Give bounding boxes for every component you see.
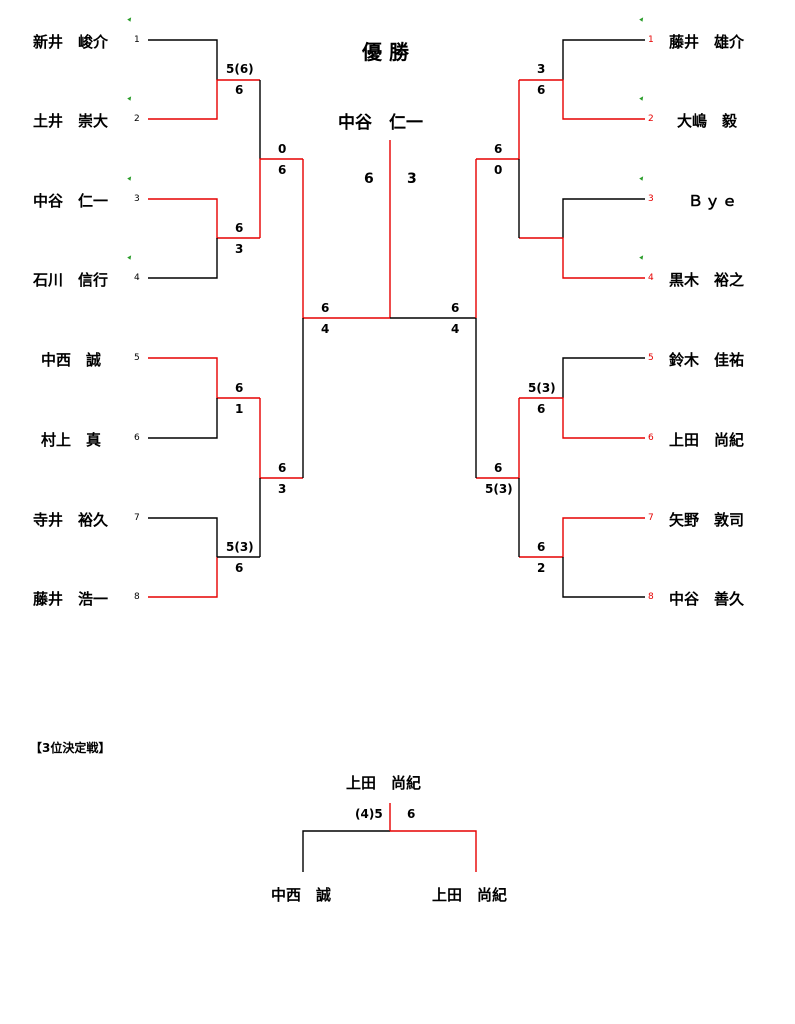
bracket-line — [562, 357, 645, 398]
left-player-seed: 7 — [134, 513, 140, 523]
match-score: 3 — [537, 62, 546, 76]
right-player-seed: 7 — [648, 513, 654, 523]
bracket-line — [302, 159, 390, 319]
bracket-line — [148, 39, 218, 80]
right-player-name: 矢野 敦司 — [669, 511, 745, 529]
right-player-name: 中谷 善久 — [669, 590, 745, 608]
bracket-line — [148, 79, 260, 120]
right-player-name: 黒木 裕之 — [669, 271, 745, 289]
left-player-name: 中谷 仁一 — [33, 192, 109, 210]
third-place-heading: 【3位決定戦】 — [30, 741, 111, 755]
bracket-line — [302, 830, 390, 872]
left-player-seed: 6 — [134, 433, 140, 443]
right-player-seed: 4 — [648, 273, 654, 283]
left-player-name: 寺井 裕久 — [33, 511, 109, 529]
bracket-line — [148, 398, 218, 439]
match-score: 6 — [537, 83, 546, 97]
match-score: 6 — [235, 381, 244, 395]
left-player-seed: 2 — [134, 114, 140, 124]
right-player-name: 鈴木 佳祐 — [669, 351, 745, 369]
match-score: 5(3) — [226, 540, 254, 554]
bracket-line — [148, 198, 260, 239]
match-score: 6 — [321, 301, 330, 315]
left-player-seed: 4 — [134, 273, 140, 283]
left-player-name: 藤井 浩一 — [33, 590, 109, 608]
left-player-name: 村上 真 — [41, 431, 102, 449]
third-place-player-left: 中西 誠 — [271, 886, 332, 904]
right-player-seed: 8 — [648, 592, 654, 602]
right-player-seed: 5 — [648, 353, 654, 363]
match-score: 6 — [451, 301, 460, 315]
bracket-line — [519, 517, 645, 558]
left-player-seed: 1 — [134, 35, 140, 45]
match-score: 6 — [494, 461, 503, 475]
bracket-line — [148, 517, 218, 557]
match-score: 6 — [537, 402, 546, 416]
right-player-seed: 3 — [648, 194, 654, 204]
left-player-seed: 5 — [134, 353, 140, 363]
bracket-line — [390, 830, 477, 872]
left-player-seed: 3 — [134, 194, 140, 204]
match-score: 0 — [494, 163, 503, 177]
left-player-name: 中西 誠 — [41, 351, 102, 369]
match-score: 4 — [321, 322, 330, 336]
match-score: 4 — [451, 322, 460, 336]
match-score: 6 — [235, 83, 244, 97]
bracket-line — [148, 357, 260, 399]
match-score: 6 — [537, 540, 546, 554]
third-place-winner: 上田 尚紀 — [346, 774, 422, 792]
third-place-score-right: 6 — [407, 807, 416, 821]
bracket-line — [519, 237, 645, 279]
right-player-seed: 2 — [648, 114, 654, 124]
third-place-score-left: (4)5 — [355, 807, 383, 821]
right-player-seed: 6 — [648, 433, 654, 443]
right-player-name: 藤井 雄介 — [669, 33, 745, 51]
bracket-line — [519, 397, 645, 439]
bracket-line — [562, 557, 645, 598]
match-score: 6 — [235, 561, 244, 575]
final-score-left: 6 — [364, 171, 374, 187]
match-score: 6 — [494, 142, 503, 156]
left-player-seed: 8 — [134, 592, 140, 602]
right-player-seed: 1 — [648, 35, 654, 45]
bracket-line — [519, 79, 645, 120]
match-score: 2 — [537, 561, 546, 575]
match-score: 3 — [278, 482, 287, 496]
bracket-line — [259, 158, 303, 238]
right-player-name: 上田 尚紀 — [669, 431, 745, 449]
left-player-name: 新井 峻介 — [33, 33, 109, 51]
match-score: 6 — [235, 221, 244, 235]
bracket-line — [562, 198, 645, 238]
match-score: 6 — [278, 461, 287, 475]
bracket-line — [148, 557, 218, 598]
match-score: 0 — [278, 142, 287, 156]
match-score: 6 — [278, 163, 287, 177]
match-score: 5(3) — [528, 381, 556, 395]
right-player-name: 大嶋 毅 — [677, 112, 738, 130]
champion-name: 中谷 仁一 — [338, 113, 423, 133]
match-score: 5(6) — [226, 62, 254, 76]
match-score: 1 — [235, 402, 244, 416]
match-score: 3 — [235, 242, 244, 256]
match-score: 5(3) — [485, 482, 513, 496]
bracket-line — [148, 238, 218, 279]
page-title: 優 勝 — [362, 40, 409, 64]
left-player-name: 土井 崇大 — [33, 112, 109, 130]
final-score-right: 3 — [407, 171, 417, 187]
bracket-line — [562, 39, 645, 80]
third-place-player-right: 上田 尚紀 — [432, 886, 508, 904]
left-player-name: 石川 信行 — [33, 271, 109, 289]
right-player-name: Ｂｙｅ — [688, 192, 740, 210]
